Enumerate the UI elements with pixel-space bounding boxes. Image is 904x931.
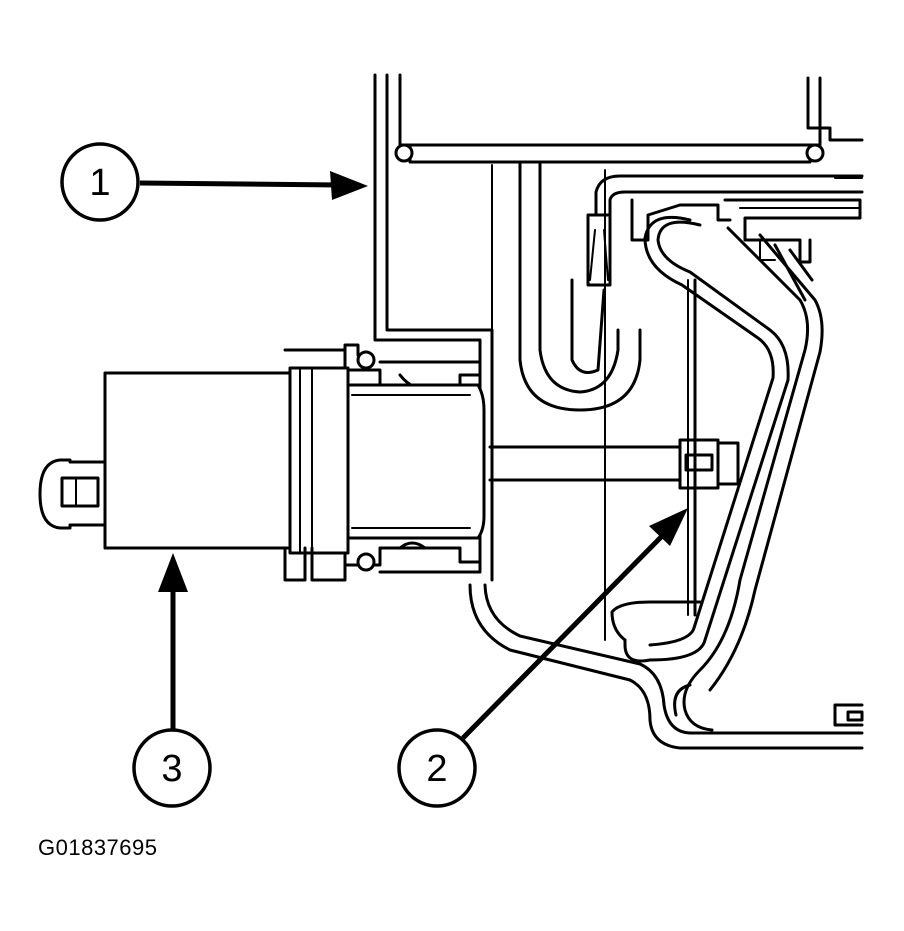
callout-3: 3 (132, 553, 212, 808)
solenoid-body (38, 366, 486, 582)
callout-2-label: 2 (426, 748, 447, 790)
actuator-rod (488, 438, 740, 490)
callout-1-label: 1 (89, 162, 110, 204)
wire-harness (518, 160, 864, 412)
arrowhead-3 (158, 553, 188, 592)
arrowhead-1 (330, 171, 368, 200)
callout-3-label: 3 (161, 748, 182, 790)
arrowhead-2 (649, 508, 688, 546)
housing-cover (373, 73, 864, 452)
callout-2: 2 (397, 508, 688, 808)
figure-id: G01837695 (38, 835, 158, 860)
fluid-lines (468, 215, 864, 750)
connector-block (630, 198, 862, 264)
callout-1: 1 (60, 142, 368, 222)
